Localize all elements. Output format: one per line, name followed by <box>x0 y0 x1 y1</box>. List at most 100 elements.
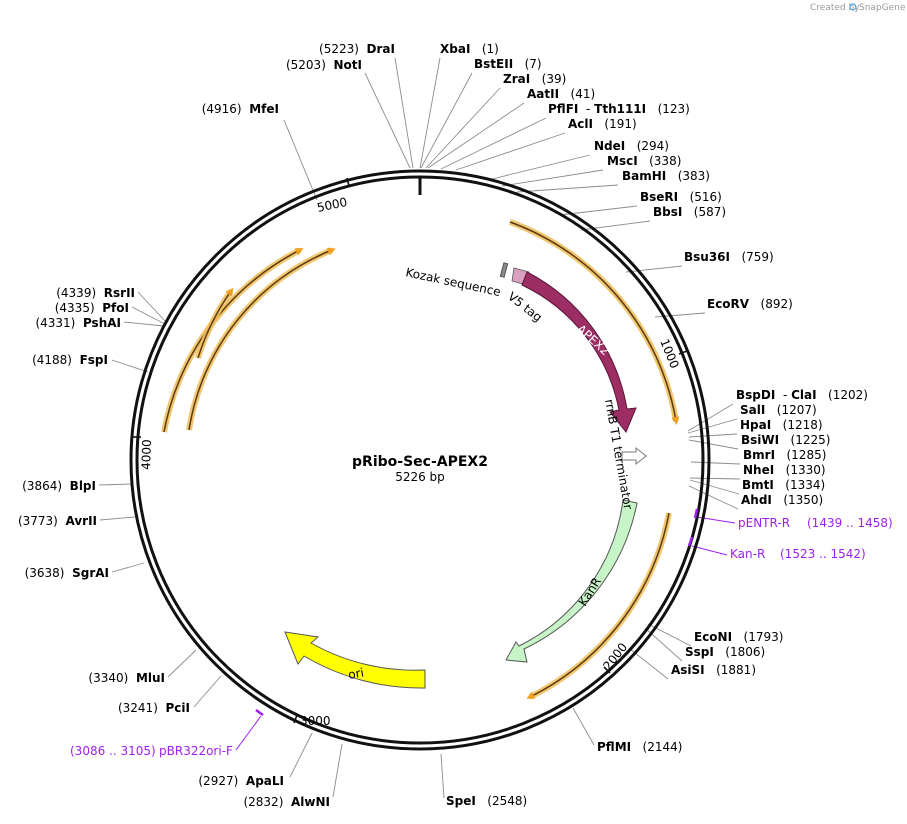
site-drai: (5223) DraI <box>319 42 395 56</box>
leader-alwni <box>332 743 343 798</box>
leader-primer-kan-r <box>691 545 728 556</box>
leader-xbai <box>419 57 441 169</box>
rrnb-terminator-feature <box>621 446 647 466</box>
plasmid-size: 5226 bp <box>395 470 445 484</box>
site-bmti: BmtI (1334) <box>742 478 825 492</box>
orf-arc-kanr <box>526 512 672 700</box>
leader-mlui <box>167 649 197 678</box>
site-bsu36i: Bsu36I (759) <box>684 250 774 264</box>
site-sgrai: (3638) SgrAI <box>25 566 109 580</box>
site-pfoi: (4335) PfoI <box>55 301 129 315</box>
leader-pcii <box>193 675 222 708</box>
site-bspdi: BspDI - ClaI (1202) <box>736 388 868 402</box>
site-bseri: BseRI (516) <box>640 190 722 204</box>
snapgene-logo-icon <box>849 3 857 11</box>
site-bamhi: BamHI (383) <box>622 169 710 183</box>
site-pshai: (4331) PshAI <box>35 316 121 330</box>
site-sspi: SspI (1806) <box>685 645 765 659</box>
kozak-sequence-label: Kozak sequence <box>404 265 502 299</box>
orf-arc-apex2 <box>508 219 680 425</box>
snapgene-brand: SnapGene <box>859 3 906 13</box>
leader-bspdi <box>687 403 734 432</box>
leader-zrai <box>425 87 501 169</box>
orf-arc-left-short <box>195 287 234 359</box>
orf-arc-left-inner <box>186 247 336 431</box>
leader-fspi <box>111 359 149 373</box>
primer-mark-pentr-r <box>693 508 699 519</box>
plasmid-name: pRibo-Sec-APEX2 <box>352 454 488 470</box>
site-spei: SpeI (2548) <box>446 794 527 808</box>
site-bsteii: BstEII (7) <box>474 57 542 71</box>
tick-mark-2000 <box>603 666 611 674</box>
site-ahdi: AhdI (1350) <box>741 493 823 507</box>
site-mlui: (3340) MluI <box>88 671 165 685</box>
leader-ndei <box>487 154 591 181</box>
leader-drai <box>394 57 414 169</box>
leader-aatii <box>427 102 525 169</box>
credit-text: Created by <box>810 3 860 13</box>
kozak-sequence-feature <box>499 262 509 278</box>
leader-hpai <box>688 433 738 438</box>
site-alwni: (2832) AlwNI <box>243 795 330 809</box>
primer-labels: pENTR-R (1439 .. 1458) Kan-R (1523 .. 1542)… <box>70 516 893 758</box>
leader-spei <box>440 753 445 799</box>
site-pcii: (3241) PciI <box>118 701 190 715</box>
leader-pflmi <box>572 707 595 746</box>
site-bsiwi: BsiWI (1225) <box>741 433 830 447</box>
primer-mark-pbr322ori-f <box>255 708 264 717</box>
backbone-outer <box>129 169 711 751</box>
leader-apali <box>289 732 313 778</box>
site-bbsi: BbsI (587) <box>653 205 726 219</box>
site-fspi: (4188) FspI <box>32 353 108 367</box>
primer-pbr322ori-f: pBR322ori-F <box>159 744 233 758</box>
site-bmri: BmrI (1285) <box>743 448 826 462</box>
primer-range-kan-r: (1523 .. 1542) <box>780 547 866 561</box>
leader-bsiwi <box>688 439 739 450</box>
primer-pentr-r: pENTR-R <box>738 516 790 530</box>
site-hpai: HpaI (1218) <box>740 418 823 432</box>
site-xbai: XbaI (1) <box>440 42 499 56</box>
site-asisi: AsiSI (1881) <box>671 663 756 677</box>
site-pflmi: PflMI (2144) <box>597 740 682 754</box>
site-aatii: AatII (41) <box>527 87 595 101</box>
primer-mark-kan-r <box>687 536 694 547</box>
site-rsrii: (4339) RsrII <box>56 286 135 300</box>
leader-primer-pbr322ori-f <box>235 715 262 751</box>
leader-pshai <box>123 321 165 327</box>
tick-label-3000: 3000 <box>300 714 331 728</box>
site-noti: (5203) NotI <box>286 58 362 72</box>
site-sali: SalI (1207) <box>740 403 817 417</box>
leader-bsu36i <box>625 265 683 273</box>
leader-bmri <box>690 461 741 465</box>
site-econi: EcoNI (1793) <box>694 630 783 644</box>
site-blpi: (3864) BlpI <box>22 479 96 493</box>
site-mfei: (4916) MfeI <box>202 102 279 116</box>
leader-rsrii <box>137 291 167 323</box>
tick-mark-1000 <box>678 350 688 355</box>
primer-kan-r: Kan-R <box>730 547 765 561</box>
leader-bamhi <box>516 184 619 193</box>
site-apali: (2927) ApaLI <box>198 774 284 788</box>
restriction-site-labels: (5223) DraI (5203) NotI XbaI (1)BstEII (7)… <box>18 42 868 809</box>
leader-mfei <box>283 119 318 201</box>
ori-feature <box>284 631 426 689</box>
primer-range-pentr-r: (1439 .. 1458) <box>807 516 893 530</box>
site-acli: AclI (191) <box>568 117 637 131</box>
primer-range-pbr322ori-f: (3086 .. 3105) <box>70 744 156 758</box>
site-msci: MscI (338) <box>607 154 681 168</box>
site-pflfi: PflFI - Tth111I (123) <box>548 102 690 116</box>
tick-mark-3000 <box>293 714 298 724</box>
tick-label-5000: 5000 <box>316 195 349 215</box>
apex2-feature <box>521 271 637 433</box>
apex2-label: APEX2 <box>574 322 612 358</box>
leader-avrii <box>99 516 136 521</box>
leader-acli <box>455 132 566 171</box>
leader-asisi <box>629 648 669 680</box>
site-ecorv: EcoRV (892) <box>707 297 793 311</box>
leader-msci <box>501 169 604 187</box>
leader-blpi <box>98 483 133 486</box>
leader-nhei <box>689 477 741 480</box>
leader-bmti <box>689 479 740 495</box>
leader-sgrai <box>111 562 145 573</box>
